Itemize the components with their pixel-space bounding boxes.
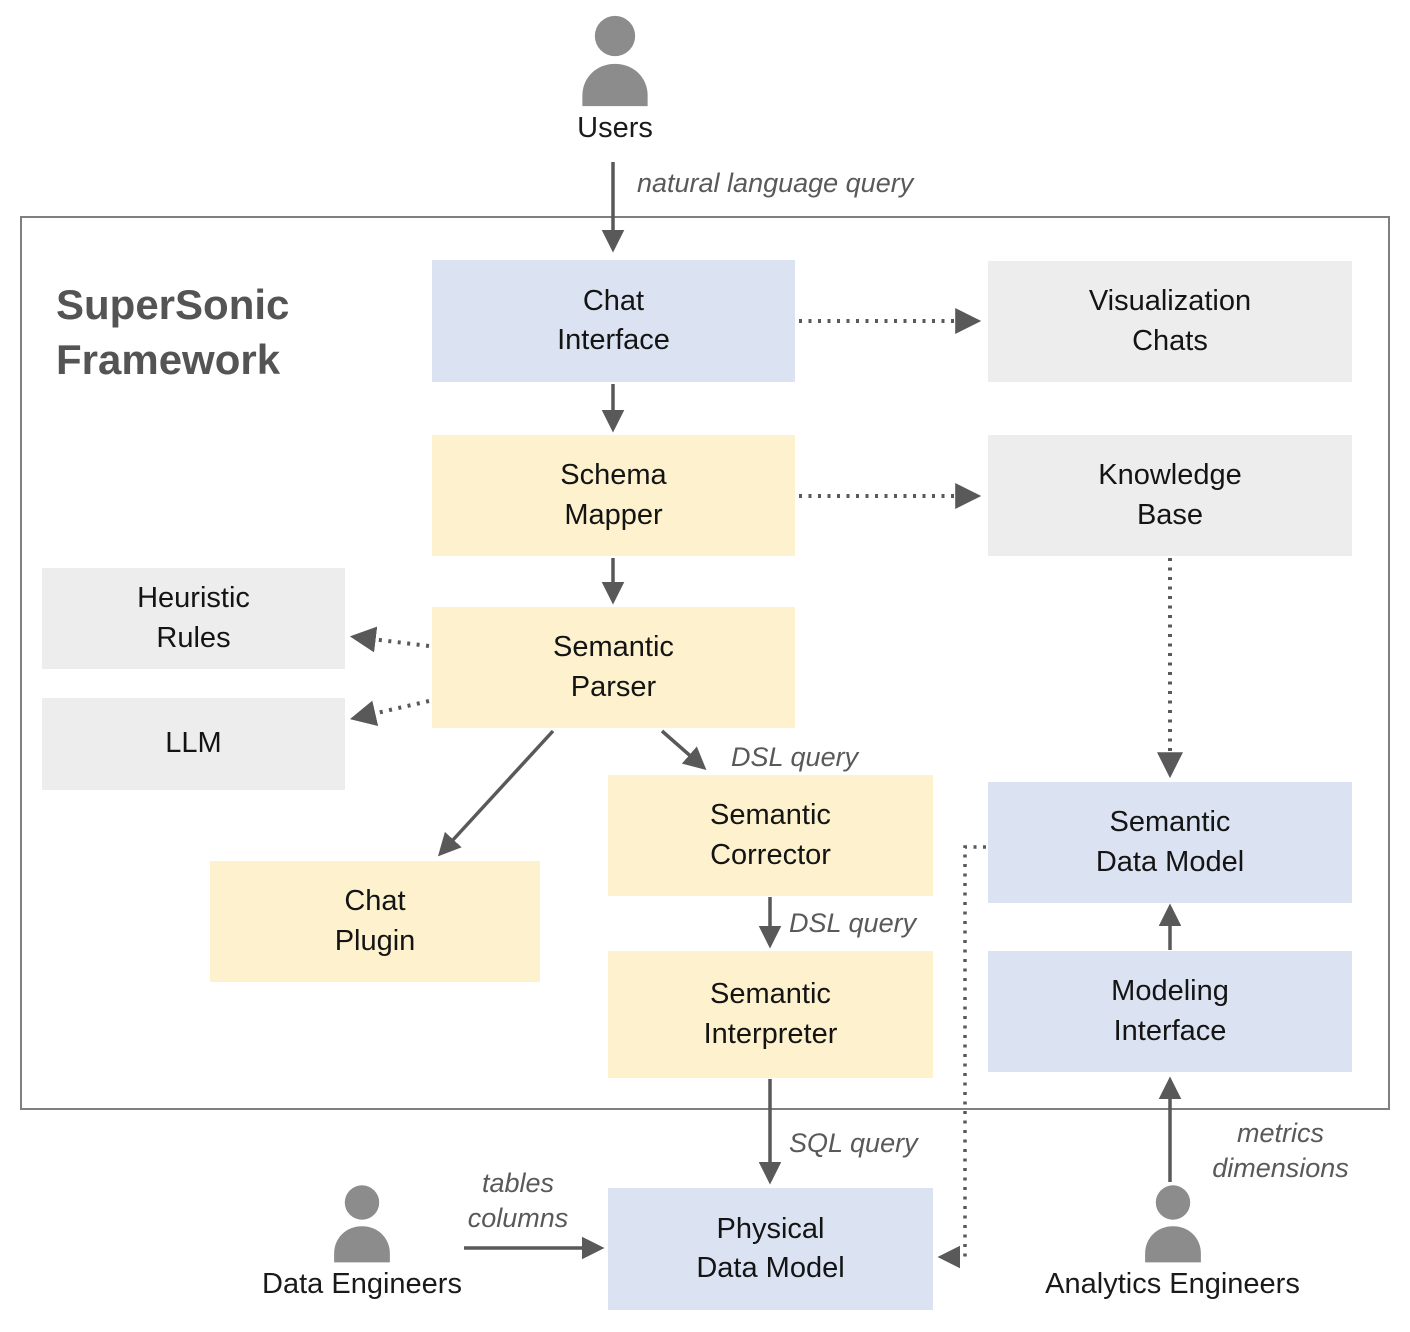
actor-data-engineers: Data Engineers (252, 1182, 472, 1301)
node-visualization-chats: Visualization Chats (988, 261, 1352, 382)
node-physical-data-model: Physical Data Model (608, 1188, 933, 1310)
node-knowledge-base: Knowledge Base (988, 435, 1352, 556)
node-heuristic-rules: Heuristic Rules (42, 568, 345, 669)
node-chat-interface: Chat Interface (432, 260, 795, 382)
edge-label-metrics-dimensions: metrics dimensions (1212, 1118, 1349, 1184)
node-semantic-corrector: Semantic Corrector (608, 775, 933, 896)
actor-analytics-engineers-label: Analytics Engineers (1045, 1268, 1300, 1300)
node-chat-plugin: Chat Plugin (210, 861, 540, 982)
edge-label-tables-columns: tables columns (467, 1168, 569, 1234)
edge-label-dsl-query-2: DSL query (789, 908, 917, 938)
node-semantic-parser: Semantic Parser (432, 607, 795, 728)
actor-users-label: Users (577, 112, 653, 144)
actor-users: Users (551, 12, 679, 145)
node-schema-mapper: Schema Mapper (432, 435, 795, 556)
edge-label-natural-language-query: natural language query (637, 168, 914, 198)
actor-analytics-engineers: Analytics Engineers (1035, 1182, 1310, 1301)
node-semantic-data-model: Semantic Data Model (988, 782, 1352, 903)
node-semantic-interpreter: Semantic Interpreter (608, 951, 933, 1078)
edge-label-dsl-query-1: DSL query (731, 742, 859, 772)
analytics-engineers-icon (1144, 1185, 1201, 1263)
actor-data-engineers-label: Data Engineers (262, 1268, 462, 1300)
data-engineers-icon (334, 1185, 390, 1263)
node-llm: LLM (42, 698, 345, 790)
edge-label-sql-query: SQL query (789, 1128, 918, 1158)
users-icon (582, 15, 648, 107)
node-modeling-interface: Modeling Interface (988, 951, 1352, 1072)
framework-boundary (20, 216, 1390, 1110)
framework-title: SuperSonic Framework (56, 281, 290, 383)
